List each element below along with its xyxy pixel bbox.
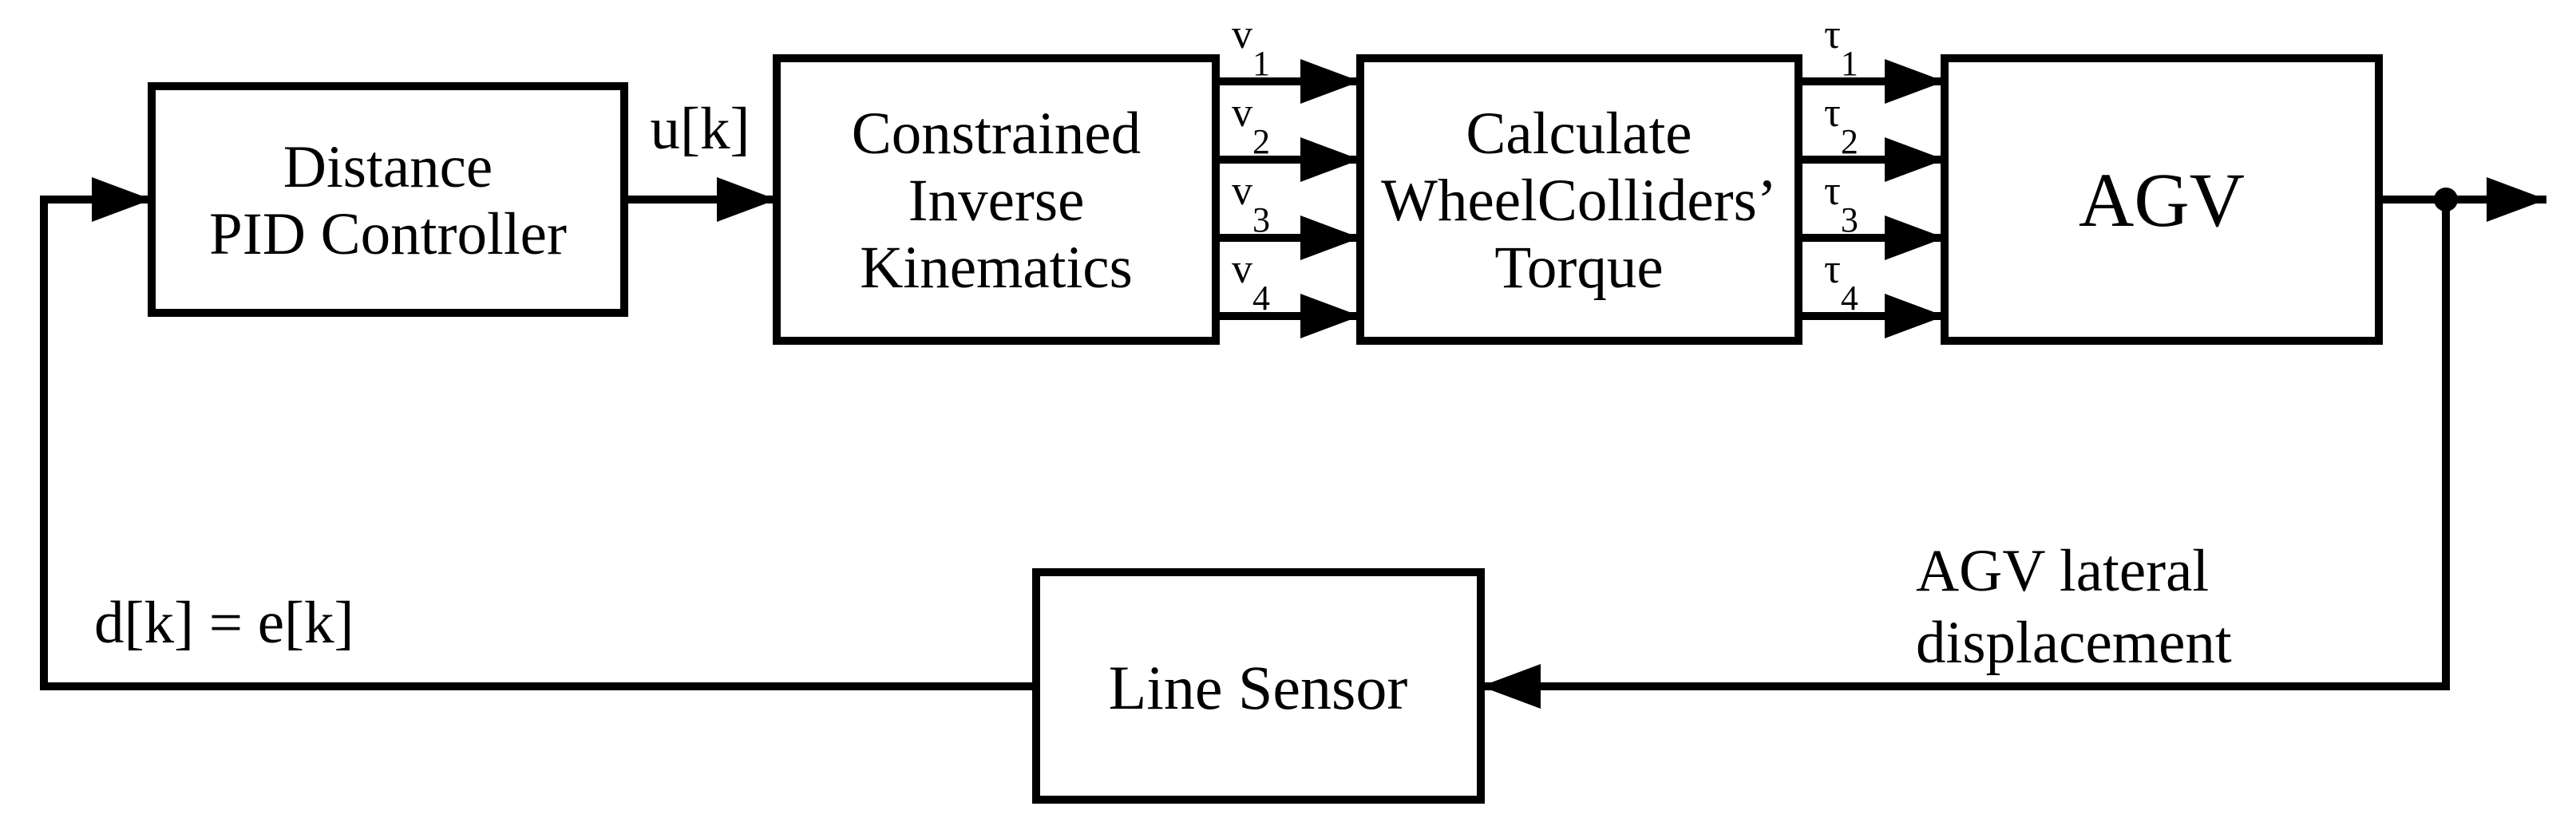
cik-label-line2: Inverse <box>908 168 1085 234</box>
control-signal-label: u[k] <box>651 96 750 162</box>
wheel-torque-sub-3: 3 <box>1841 200 1858 239</box>
wheel-torque-label-4: τ4 <box>1824 247 1858 318</box>
wheel-speed-base: v <box>1232 168 1252 214</box>
torque-label-line2: WheelColliders’ <box>1381 168 1777 234</box>
wheel-speed-sub-4: 4 <box>1252 279 1270 318</box>
wheel-speed-sub-3: 3 <box>1252 200 1270 239</box>
wheel-torque-base: τ <box>1824 247 1841 292</box>
wheel-torque-base: τ <box>1824 90 1841 136</box>
wheel-torque-label-1: τ1 <box>1824 12 1858 83</box>
wheel-torque-base: τ <box>1824 12 1841 57</box>
wheel-speed-label-3: v3 <box>1232 168 1270 239</box>
wheel-torque-sub-1: 1 <box>1841 44 1858 83</box>
feedback-tap-wire <box>1481 200 2450 709</box>
block-agv <box>1941 54 2383 345</box>
wheel-speed-base: v <box>1232 247 1252 292</box>
wheel-torque-base: τ <box>1824 168 1841 214</box>
wheel-speed-label-2: v2 <box>1232 90 1270 161</box>
wheel-speed-sub-2: 2 <box>1252 122 1270 161</box>
wheel-speed-label-1: v1 <box>1232 12 1270 83</box>
block-calculate-wheelcolliders-torque <box>1356 54 1802 345</box>
wheel-torque-label-3: τ3 <box>1824 168 1858 239</box>
wheel-torque-sub-4: 4 <box>1841 279 1858 318</box>
wheel-speed-base: v <box>1232 90 1252 136</box>
torque-label-line1: Calculate <box>1466 101 1692 167</box>
wheel-speed-base: v <box>1232 12 1252 57</box>
block-line-sensor <box>1032 568 1485 804</box>
output-note-line2: displacement <box>1916 610 2232 676</box>
line-sensor-label: Line Sensor <box>1109 653 1408 722</box>
agv-label: AGV <box>2079 157 2245 243</box>
cik-label-line1: Constrained <box>852 101 1141 167</box>
feedback-return-wire <box>40 177 1036 690</box>
wheel-torque-label-2: τ2 <box>1824 90 1858 161</box>
error-signal-label: d[k] = e[k] <box>94 590 354 656</box>
torque-label-line3: Torque <box>1494 235 1663 301</box>
output-note-line1: AGV lateral <box>1916 538 2209 604</box>
pid-label-line1: Distance <box>283 134 493 200</box>
pid-label-line2: PID Controller <box>209 201 567 267</box>
cik-label-line3: Kinematics <box>860 235 1133 301</box>
block-constrained-inverse-kinematics <box>773 54 1220 345</box>
block-distance-pid-controller <box>148 82 628 317</box>
wheel-speed-label-4: v4 <box>1232 247 1270 318</box>
wheel-torque-sub-2: 2 <box>1841 122 1858 161</box>
wheel-speed-sub-1: 1 <box>1252 44 1270 83</box>
junction-dot <box>2434 188 2458 211</box>
